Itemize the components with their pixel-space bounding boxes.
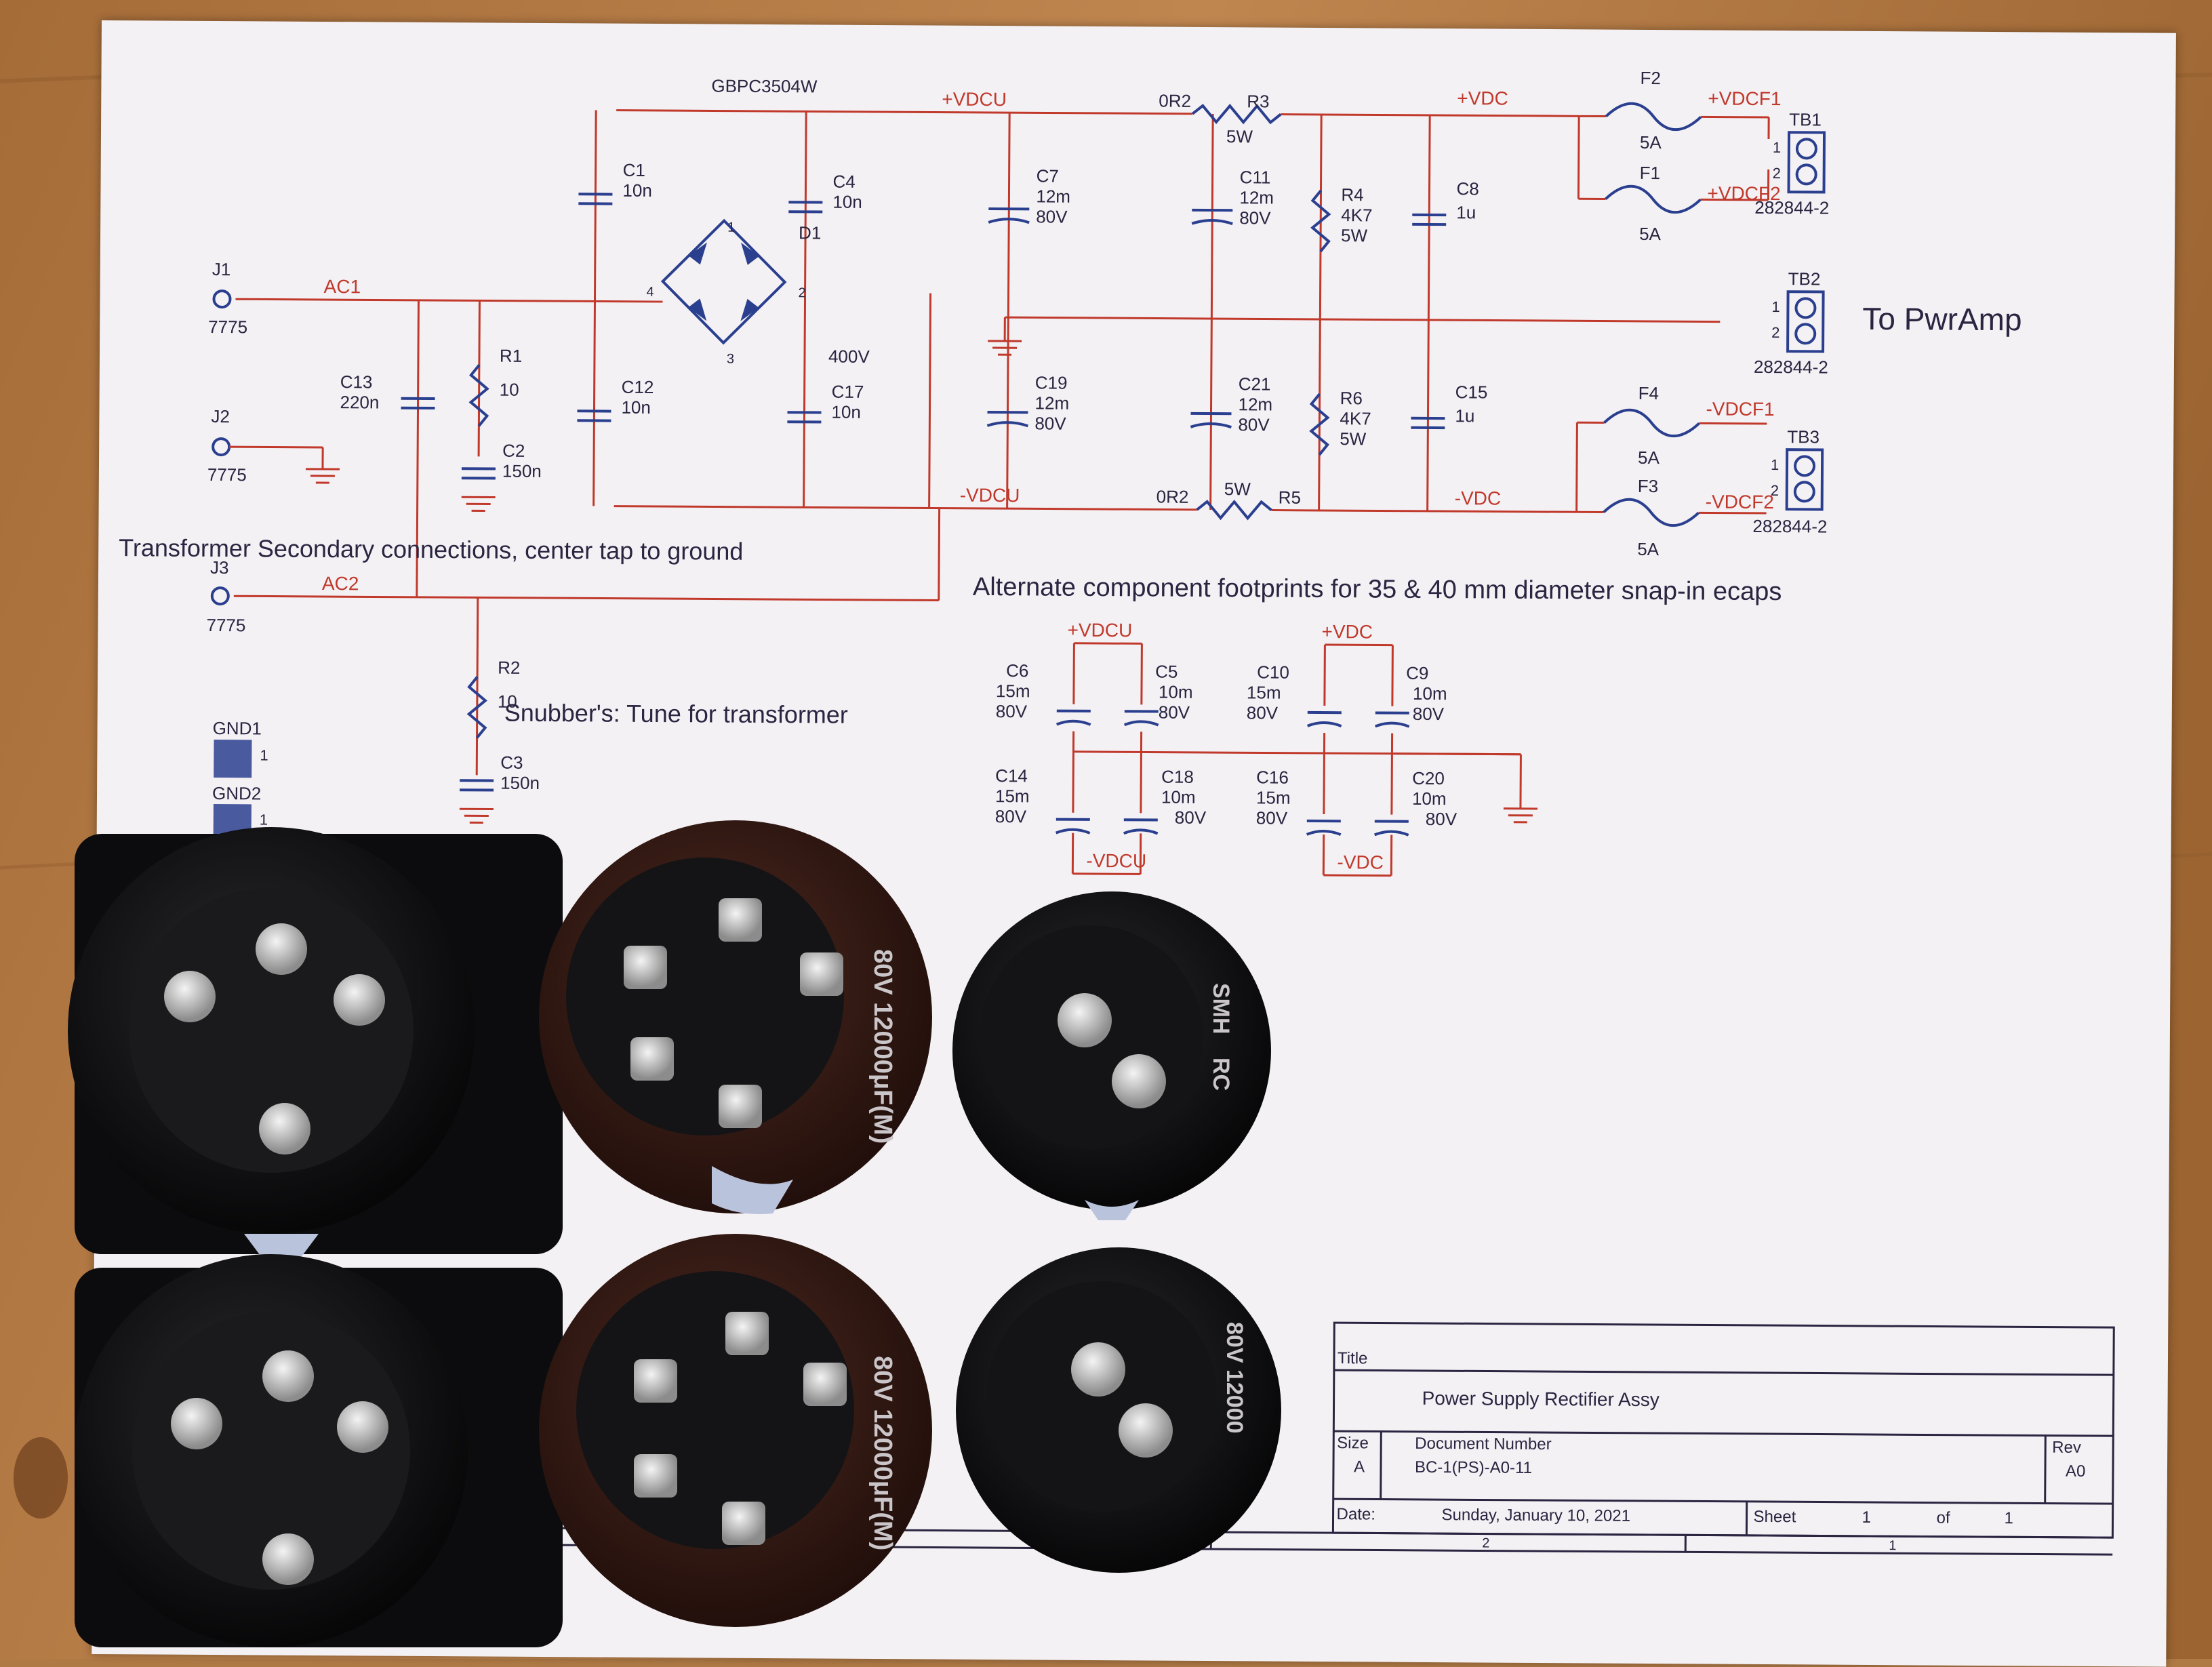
- capacitor-large-black-top: [68, 827, 563, 1261]
- small-cap-brand: SMH: [1208, 983, 1234, 1035]
- small-cap-bottom-print: 80V 12000: [1222, 1322, 1247, 1434]
- small-cap-code: RC: [1208, 1058, 1234, 1091]
- capacitor-large-black-bottom: [75, 1254, 563, 1647]
- capacitor-brown-top: 80V 12000μF(M): [539, 820, 932, 1214]
- brown-cap-top-print: 80V 12000μF(M): [868, 949, 897, 1144]
- capacitor-brown-bottom: 80V 12000μF(M): [539, 1234, 932, 1627]
- capacitor-small-black-bottom: 80V 12000: [956, 1247, 1281, 1573]
- capacitor-small-black-top: SMH RC: [952, 891, 1271, 1220]
- brown-cap-bottom-print: 80V 12000μF(M): [868, 1356, 897, 1550]
